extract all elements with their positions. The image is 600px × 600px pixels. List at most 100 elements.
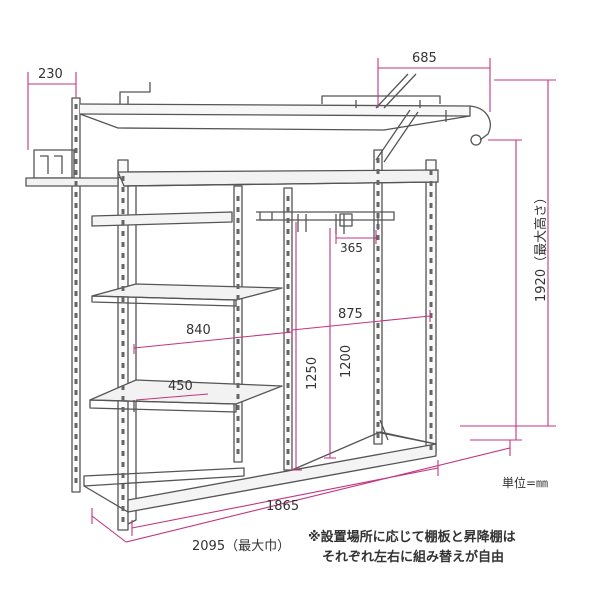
upright-hole	[429, 225, 433, 230]
upright-hole	[74, 170, 78, 175]
upright-hole	[286, 229, 290, 234]
upright-hole	[121, 209, 125, 214]
upright-hole	[74, 313, 78, 318]
upright-hole	[121, 319, 125, 324]
upright-hole	[121, 253, 125, 258]
upright-hole	[74, 346, 78, 351]
upright-hole	[429, 247, 433, 252]
upright-hole	[236, 449, 240, 454]
upright-hole	[429, 368, 433, 373]
upright-hole	[121, 286, 125, 291]
upright-hole	[121, 352, 125, 357]
upright-hole	[121, 220, 125, 225]
upright-hole	[74, 467, 78, 472]
upright-hole	[286, 306, 290, 311]
upright-hole	[429, 280, 433, 285]
upright-hole	[236, 196, 240, 201]
upright-hole	[376, 367, 380, 372]
upright-hole	[429, 302, 433, 307]
upright-hole	[74, 445, 78, 450]
layout-note: ※設置場所に応じて棚板と昇降棚は それぞれ左右に組み替えが自由	[308, 528, 598, 568]
upright-hole	[376, 378, 380, 383]
upright-hole	[121, 198, 125, 203]
upright-hole	[376, 422, 380, 427]
upright-hole	[74, 159, 78, 164]
upright-hole	[286, 273, 290, 278]
dim-right-bay-width: 875	[338, 307, 363, 322]
upright-hole	[236, 262, 240, 267]
upright-hole	[236, 207, 240, 212]
upright-hole	[121, 275, 125, 280]
upright-hole	[376, 158, 380, 163]
upright-hole	[236, 405, 240, 410]
upright-hole	[286, 240, 290, 245]
upright-hole	[236, 350, 240, 355]
upright-hole	[74, 203, 78, 208]
upright-hole	[74, 335, 78, 340]
upright-hole	[429, 346, 433, 351]
upright-hole	[236, 229, 240, 234]
upright-hole	[121, 484, 125, 489]
upright-hole	[286, 295, 290, 300]
upright-hole	[74, 258, 78, 263]
upright-hole	[376, 169, 380, 174]
upright-hole	[74, 368, 78, 373]
upright-hole	[236, 438, 240, 443]
upright-hole	[74, 390, 78, 395]
upright-hole	[121, 176, 125, 181]
upright-hole	[429, 423, 433, 428]
upright-hole	[121, 462, 125, 467]
upright-hole	[376, 433, 380, 438]
upright-hole	[74, 181, 78, 186]
note-line-1: ※設置場所に応じて棚板と昇降棚は	[308, 530, 516, 545]
upright-hole	[121, 374, 125, 379]
upright-hole	[286, 405, 290, 410]
upright-hole	[74, 280, 78, 285]
upright-hole	[429, 181, 433, 186]
dim-hook-depth: 230	[38, 67, 63, 82]
upright-hole	[429, 214, 433, 219]
upright-hole	[74, 214, 78, 219]
upright-hole	[121, 440, 125, 445]
upright-hole	[376, 334, 380, 339]
upright-hole	[286, 361, 290, 366]
upright-hole	[236, 427, 240, 432]
upright-hole	[286, 328, 290, 333]
upright-hole	[376, 213, 380, 218]
upright-hole	[121, 451, 125, 456]
upright-hole	[286, 427, 290, 432]
dim-height-1200: 1200	[339, 345, 354, 378]
upright-hole	[429, 313, 433, 318]
upright-hole	[286, 218, 290, 223]
upright-hole	[286, 460, 290, 465]
upright-hole	[74, 115, 78, 120]
upright-hole	[74, 302, 78, 307]
upright-hole	[121, 506, 125, 511]
upright-hole	[429, 434, 433, 439]
upright-hole	[376, 400, 380, 405]
upright-hole	[376, 268, 380, 273]
upright-hole	[286, 372, 290, 377]
upright-hole	[74, 412, 78, 417]
upright-hole	[236, 284, 240, 289]
dim-shelf-depth: 450	[168, 379, 193, 394]
dim-rack-width: 685	[412, 51, 437, 66]
dim-height-1250: 1250	[305, 357, 320, 390]
upright-hole	[74, 236, 78, 241]
upright-hole	[74, 423, 78, 428]
upright-hole	[121, 396, 125, 401]
upright-hole	[236, 273, 240, 278]
upright-hole	[286, 350, 290, 355]
upright-hole	[121, 363, 125, 368]
upright-hole	[121, 473, 125, 478]
upright-hole	[74, 434, 78, 439]
upright-hole	[376, 312, 380, 317]
upright-hole	[121, 517, 125, 522]
upright-hole	[376, 345, 380, 350]
upright-hole	[236, 339, 240, 344]
upright-hole	[121, 297, 125, 302]
upright-hole	[236, 361, 240, 366]
upright-hole	[74, 401, 78, 406]
upright-hole	[376, 356, 380, 361]
